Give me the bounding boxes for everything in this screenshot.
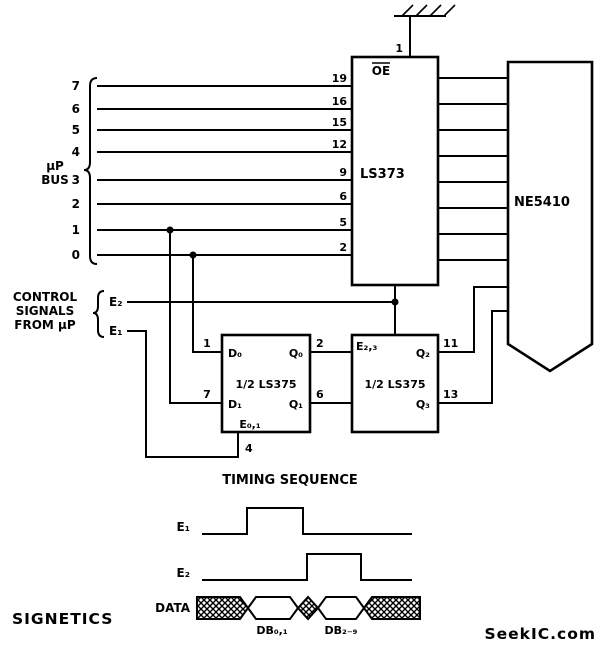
- data-hatch-right: [362, 596, 421, 620]
- ne5410-label: NE5410: [514, 195, 570, 210]
- timing-data-label: DATA: [155, 601, 191, 615]
- ls375-left-label: 1/2 LS375: [235, 378, 296, 391]
- bus-bit-label: 3: [72, 173, 80, 187]
- bus-bit-label: 6: [72, 102, 80, 116]
- watermark: SeekIC.com: [484, 625, 596, 643]
- e1-wire: [127, 330, 239, 458]
- data-valid-db01: [246, 596, 300, 620]
- bus1-to-d1-wire: [169, 230, 222, 404]
- q1-label: Q₁: [289, 398, 303, 411]
- ground-symbol: 1: [394, 4, 456, 57]
- pin-e-number: 4: [245, 442, 253, 455]
- ground-hatch-tick: [443, 4, 456, 17]
- ground-hatch-tick: [429, 4, 442, 17]
- oe-pin-number: 1: [395, 42, 403, 55]
- bus-pin-label: 9: [339, 166, 347, 179]
- pin-q1-number: 6: [316, 388, 324, 401]
- d1-label: D₁: [228, 398, 242, 411]
- ls375-right-chip: E₂,₃ 1/2 LS375 Q₂ Q₃ 11 13: [350, 286, 508, 434]
- bus-pin-label: 6: [339, 190, 347, 203]
- ground-hatch-tick: [401, 4, 414, 17]
- q3-label: Q₃: [416, 398, 430, 411]
- control-brace: [92, 290, 105, 338]
- d0-label: D₀: [228, 347, 242, 360]
- bus-label-bottom: BUS: [41, 173, 69, 187]
- signetics-brand: SIGNETICS: [12, 610, 113, 628]
- bus-brace: [83, 77, 98, 265]
- timing-title: TIMING SEQUENCE: [222, 473, 358, 488]
- pin-q3-number: 13: [443, 388, 458, 401]
- bus-group: µP BUS 7 19 6 16 5 15 4 12 3 9 2 6 1 5 0…: [41, 72, 352, 404]
- q0-label: Q₀: [289, 347, 303, 360]
- e23-label: E₂,₃: [356, 340, 378, 353]
- control-group: CONTROL SIGNALS FROM µP E₂ E₁ 4: [13, 285, 399, 458]
- bus-bit-label: 4: [72, 145, 80, 159]
- ground-hatch-tick: [415, 4, 428, 17]
- latch-output-wires: [438, 77, 508, 261]
- oe-label: OE: [372, 64, 390, 78]
- q2-wire: [438, 286, 508, 353]
- bus-pin-label: 16: [332, 95, 348, 108]
- bus-bit-label: 5: [72, 123, 80, 137]
- data-hatch-middle: [296, 595, 320, 621]
- ls373-label: LS373: [360, 167, 405, 182]
- bus-bit-label: 0: [72, 248, 80, 262]
- db01-label: DB₀,₁: [256, 624, 288, 637]
- ne5410-chip: NE5410: [506, 60, 594, 373]
- pin-d1-number: 7: [203, 388, 211, 401]
- bus-pin-label: 12: [332, 138, 347, 151]
- timing-diagram: TIMING SEQUENCE E₁ E₂ DATA DB₀,₁ DB₂₋₉: [155, 473, 421, 637]
- q2-label: Q₂: [416, 347, 430, 360]
- ls375-left-box: [220, 333, 312, 434]
- e01-label: E₀,₁: [239, 418, 261, 431]
- timing-e2-label: E₂: [177, 566, 190, 580]
- ls373-chip: OE LS373: [350, 55, 440, 287]
- bus-bit-label: 2: [72, 197, 80, 211]
- ls375-right-box: [350, 333, 440, 434]
- bus-label-top: µP: [46, 159, 64, 173]
- q3-wire: [438, 310, 508, 404]
- control-label-2: SIGNALS: [16, 304, 75, 318]
- pin-q0-number: 2: [316, 337, 324, 350]
- bus0-to-d0-wire: [192, 255, 222, 353]
- bus-pin-label: 2: [339, 241, 347, 254]
- ne5410-outline: [506, 60, 594, 373]
- ls375-left-chip: D₀ Q₀ 1/2 LS375 D₁ Q₁ E₀,₁ 2 6: [220, 333, 352, 434]
- data-valid-db29: [316, 596, 366, 620]
- e1-waveform: [202, 507, 412, 535]
- bus-pin-label: 19: [332, 72, 347, 85]
- bus-bit-label: 1: [72, 223, 80, 237]
- timing-e1-label: E₁: [177, 520, 190, 534]
- ls375-right-label: 1/2 LS375: [364, 378, 425, 391]
- control-label-3: FROM µP: [14, 318, 76, 332]
- e2-waveform: [202, 553, 412, 581]
- bus-pin-label: 15: [332, 116, 347, 129]
- control-label-1: CONTROL: [13, 290, 78, 304]
- bus-bit-label: 7: [72, 79, 80, 93]
- pin-q2-number: 11: [443, 337, 458, 350]
- bus-pin-label: 5: [339, 216, 347, 229]
- db29-label: DB₂₋₉: [325, 624, 358, 637]
- pin-d0-number: 1: [203, 337, 211, 350]
- ls373-box: [350, 55, 440, 287]
- e2-signal-label: E₂: [109, 295, 122, 309]
- e1-signal-label: E₁: [109, 324, 122, 338]
- data-hatch-left: [196, 596, 250, 620]
